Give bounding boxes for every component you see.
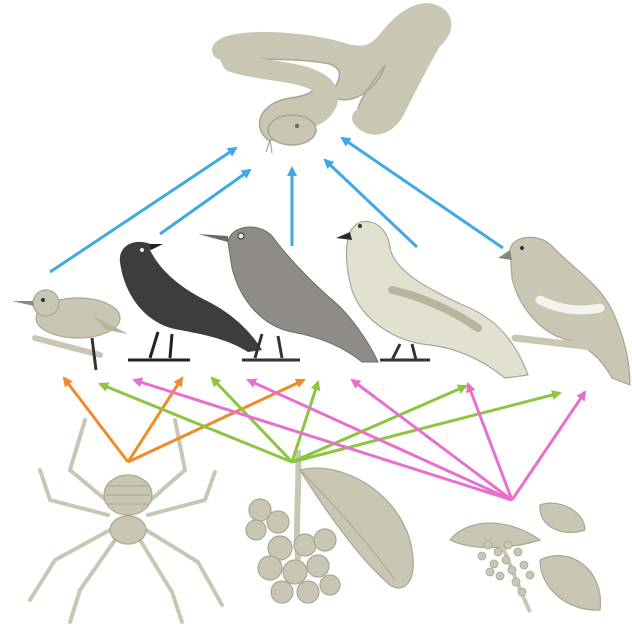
flower-plant-icon — [450, 503, 600, 612]
fruit-plant-icon — [246, 450, 413, 603]
arrow-fruit-to-grey-bird — [292, 382, 318, 462]
snake-icon — [221, 12, 441, 153]
arrow-crow-to-snake — [160, 170, 250, 234]
spider-icon — [30, 420, 222, 622]
arrow-flowers-to-perching-bird — [512, 392, 585, 500]
small-bird-icon — [12, 290, 128, 370]
arrow-fruit-to-warbler — [100, 384, 292, 462]
